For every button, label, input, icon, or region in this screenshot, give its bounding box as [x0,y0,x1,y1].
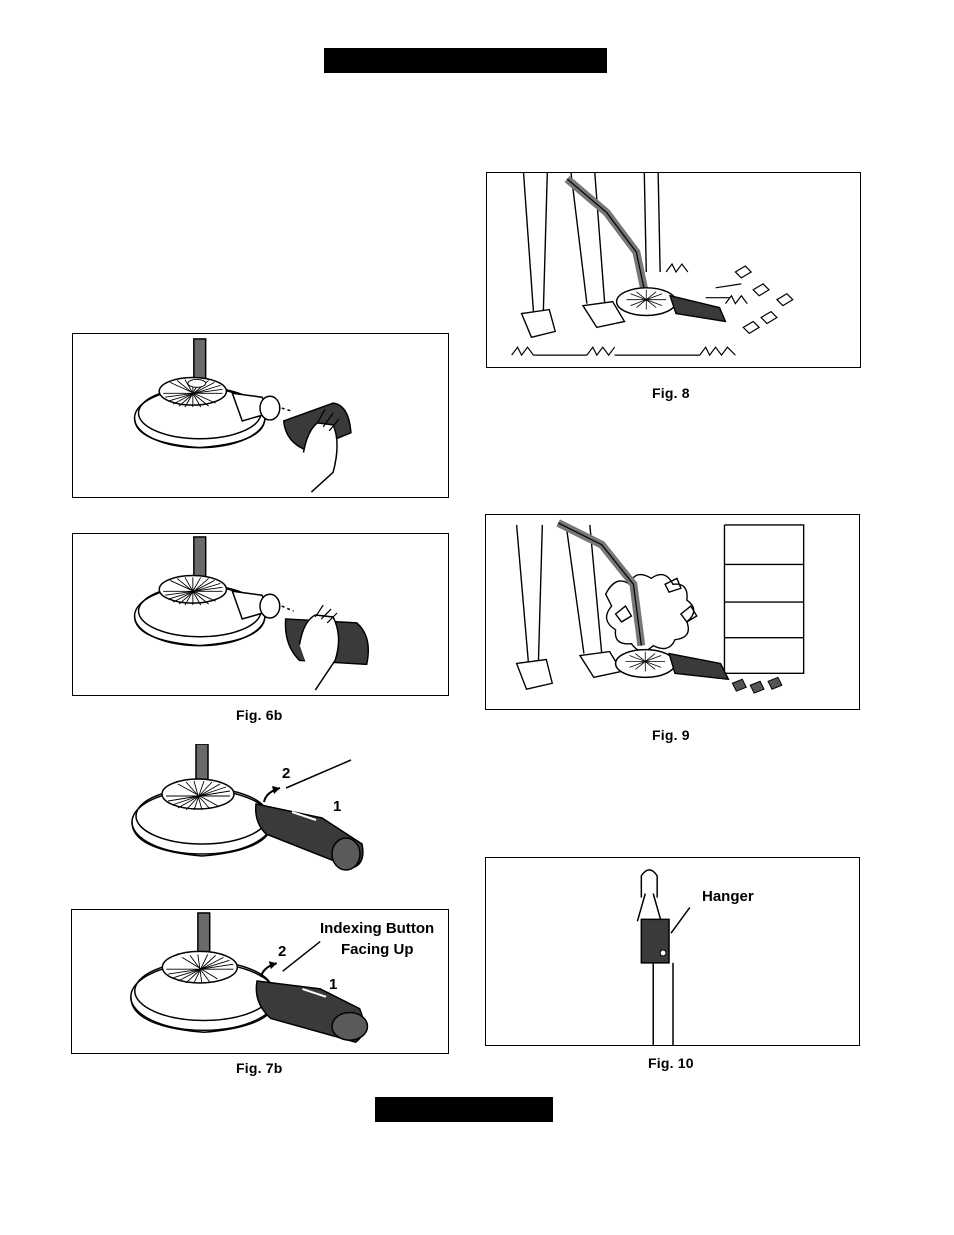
fig-9-caption: Fig. 9 [652,727,690,743]
fig-7b-step-2-label: 2 [278,944,286,959]
fig-8-caption: Fig. 8 [652,385,690,401]
footer-black-bar [375,1097,553,1122]
fig-8-illustration [486,172,861,368]
fig-10-caption: Fig. 10 [648,1055,694,1071]
fig-7b-caption: Fig. 7b [236,1060,283,1076]
fig-7a-step-1-label: 1 [333,799,341,814]
fig-7a-step-2-label: 2 [282,766,290,781]
fig-7b-facing-up-label: Facing Up [341,942,414,957]
fig-9-illustration [485,514,860,710]
fig-10-illustration [485,857,860,1046]
fig-7b-indexing-button-label: Indexing Button [320,921,434,936]
fig-10-hanger-label: Hanger [702,889,754,904]
fig-6b-illustration [72,533,449,696]
fig-6b-caption: Fig. 6b [236,707,283,723]
fig-7b-step-1-label: 1 [329,977,337,992]
fig-6a-illustration [72,333,449,498]
header-black-bar [324,48,607,73]
